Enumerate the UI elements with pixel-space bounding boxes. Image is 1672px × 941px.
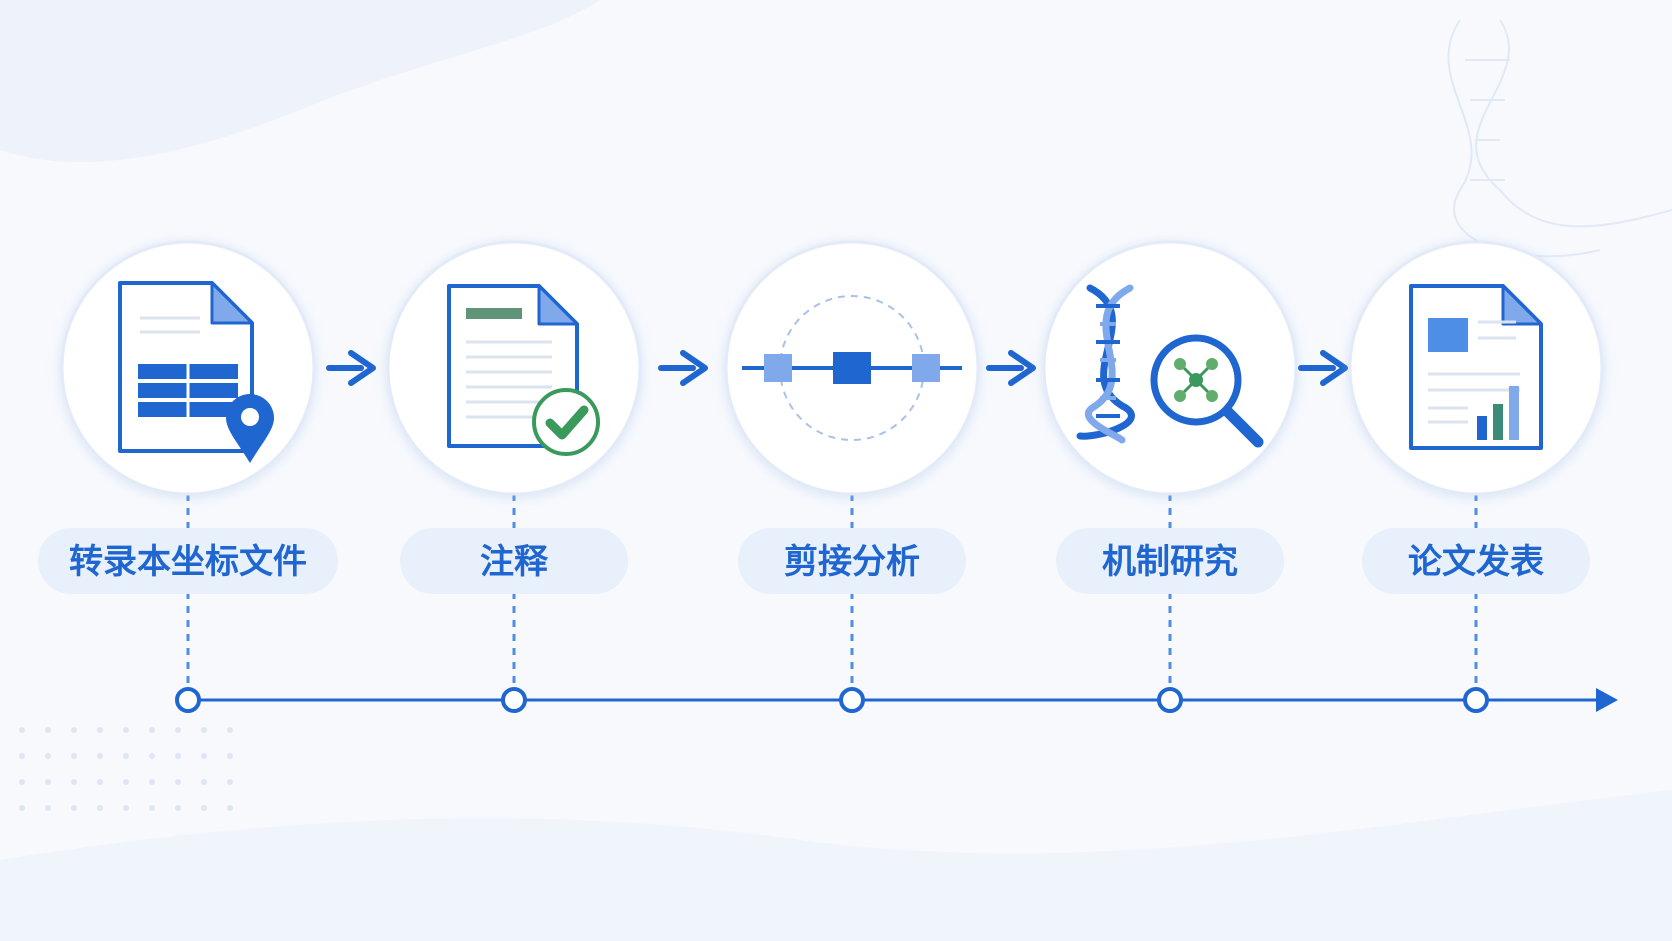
timeline-arrow-icon — [1596, 688, 1618, 712]
timeline-node — [501, 687, 527, 713]
dot-grid-decoration — [19, 727, 233, 811]
step-label: 剪接分析 — [784, 542, 920, 582]
flow-arrow-icon — [326, 350, 376, 386]
step-label-pill — [38, 528, 338, 594]
dna-watermark-icon — [1447, 19, 1672, 258]
workflow-step: 论文发表 — [1348, 240, 1604, 713]
step-label-pill — [738, 528, 966, 594]
step-label: 注释 — [480, 542, 549, 582]
document-table-location-icon — [118, 281, 274, 463]
flow-arrow-icon — [986, 350, 1036, 386]
dna-magnifier-icon — [1076, 284, 1264, 448]
step-label-pill — [1056, 528, 1284, 594]
step-label: 机制研究 — [1102, 542, 1238, 582]
workflow-step: 机制研究 — [1042, 240, 1298, 713]
timeline-node — [1463, 687, 1489, 713]
step-label: 转录本坐标文件 — [69, 542, 307, 582]
timeline-node — [175, 687, 201, 713]
step-label: 论文发表 — [1408, 542, 1544, 582]
timeline-node — [839, 687, 865, 713]
flow-arrow-icon — [1298, 350, 1348, 386]
document-chart-icon — [1409, 284, 1543, 450]
workflow-step: 剪接分析 — [724, 240, 980, 713]
step-label-pill — [1362, 528, 1590, 594]
timeline-node — [1157, 687, 1183, 713]
flow-arrow-icon — [658, 350, 708, 386]
document-check-icon — [447, 284, 600, 456]
timeline — [188, 688, 1618, 712]
splicing-exons-icon — [742, 295, 962, 441]
step-label-pill — [400, 528, 628, 594]
workflow-step: 注释 — [386, 240, 642, 713]
workflow-step: 转录本坐标文件 — [38, 240, 338, 713]
